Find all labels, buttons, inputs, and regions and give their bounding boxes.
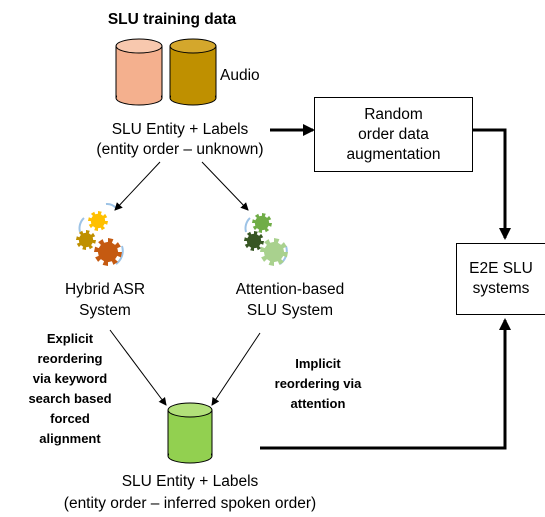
arrow-hybrid-to-output [109, 329, 167, 406]
implicit-note-0: Implicit [295, 356, 341, 371]
explicit-note-3: search based [28, 391, 112, 406]
augmentation-box-label: Random order data augmentation [346, 105, 441, 163]
audio-cylinder-icon [169, 38, 217, 106]
explicit-note-4: forced [50, 411, 90, 426]
gear-orange-icon [94, 238, 122, 266]
gear-green-icon [252, 213, 272, 233]
explicit-note-5: alignment [39, 431, 101, 446]
explicit-note-0: Explicit [46, 331, 94, 346]
arrow-to-attention [201, 161, 249, 211]
audio-label: Audio [220, 67, 260, 84]
arrow-output-to-e2e [260, 318, 511, 450]
bottom-labels-line1: SLU Entity + Labels [121, 473, 259, 490]
hybrid-label-line1: Hybrid ASR [64, 281, 146, 298]
implicit-note-2: attention [290, 396, 346, 411]
attention-label-line2: SLU System [246, 302, 334, 319]
arrow-to-hybrid [114, 161, 161, 211]
e2e-slu-box-label: E2E SLU systems [469, 260, 533, 297]
explicit-note-2: via keyword [32, 371, 108, 386]
gear-lightgreen-icon [260, 238, 288, 266]
diagram-title: SLU training data [107, 11, 237, 28]
salmon-cylinder-icon [115, 38, 163, 106]
gear-yellow-icon [88, 211, 108, 231]
output-cylinder-icon [167, 402, 213, 464]
top-labels-line2: (entity order – unknown) [96, 141, 264, 158]
gear-darkgreen-icon [244, 231, 264, 251]
hybrid-label-line2: System [79, 302, 131, 319]
hybrid-gears-icon [76, 202, 124, 266]
augmentation-box: Random order data augmentation [314, 97, 473, 172]
e2e-slu-box: E2E SLU systems [456, 243, 545, 315]
top-labels-line1: SLU Entity + Labels [111, 121, 249, 138]
implicit-note-1: reordering via [274, 376, 362, 391]
gear-olive-icon [76, 230, 96, 250]
explicit-note-1: reordering [37, 351, 103, 366]
attention-label-line1: Attention-based [235, 281, 345, 298]
arrow-augmentation-to-e2e [473, 128, 511, 240]
bottom-labels-line2: (entity order – inferred spoken order) [63, 495, 317, 512]
attention-gears-icon [244, 213, 288, 266]
arrow-attention-to-output [211, 332, 261, 406]
